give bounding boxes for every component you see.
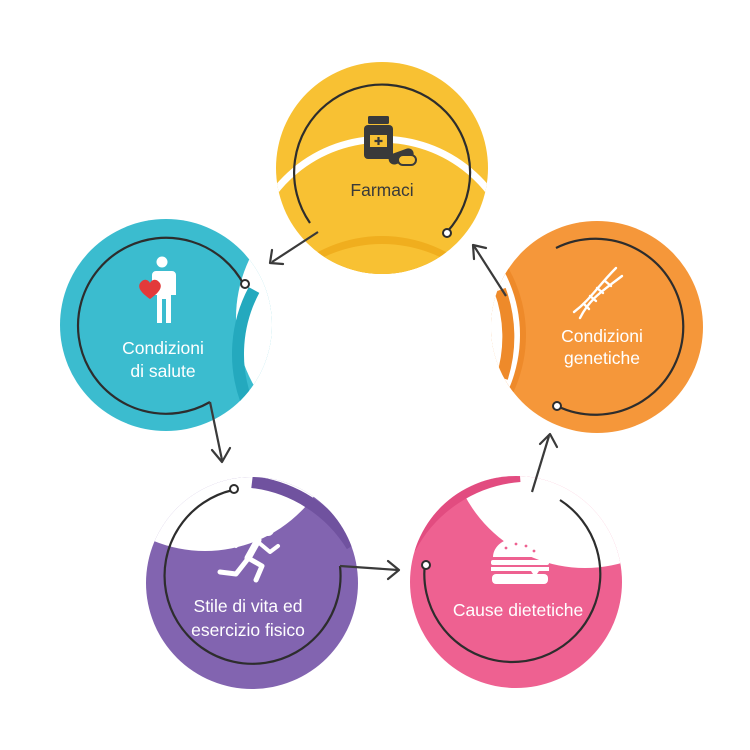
node-stile-label-line2: esercizio fisico xyxy=(191,620,305,640)
node-genetiche-circle xyxy=(491,221,703,433)
node-genetiche-ring xyxy=(555,237,685,416)
arrow-genetiche-to-farmaci xyxy=(473,245,507,297)
person-with-heart-icon xyxy=(139,256,176,323)
arrow-salute-to-stile xyxy=(208,401,224,461)
node-cause-dietetiche: Cause dietetiche xyxy=(410,476,622,688)
node-stile-ring xyxy=(163,488,342,665)
node-salute-label-line1: Condizioni xyxy=(122,338,204,358)
node-salute-ring xyxy=(76,236,245,415)
node-stile-di-vita: Stile di vita ed esercizio fisico xyxy=(146,477,358,689)
node-dietetiche-label: Cause dietetiche xyxy=(453,600,583,620)
pill-bottle-icon xyxy=(364,116,417,166)
dna-icon xyxy=(572,266,624,320)
node-farmaci-ring xyxy=(293,83,472,233)
node-genetiche-label-line2: genetiche xyxy=(564,348,640,368)
arrowhead-stile-to-dietetiche xyxy=(386,559,401,581)
arrowhead-dietetiche-to-genetiche xyxy=(538,432,559,449)
node-condizioni-genetiche: Condizioni genetiche xyxy=(491,221,703,433)
arrowhead-farmaci-to-salute xyxy=(268,248,285,266)
node-farmaci-band xyxy=(276,236,488,274)
node-farmaci-label: Farmaci xyxy=(350,180,413,200)
arrowhead-genetiche-to-farmaci xyxy=(471,243,488,261)
burger-icon xyxy=(491,537,549,584)
node-stile-label-line1: Stile di vita ed xyxy=(194,596,303,616)
arrowhead-salute-to-stile xyxy=(210,446,232,464)
node-salute-circle xyxy=(60,219,272,431)
arrow-dietetiche-to-genetiche xyxy=(530,435,551,493)
node-salute-label-line2: di salute xyxy=(130,361,195,381)
node-dietetiche-ring xyxy=(423,499,602,663)
node-farmaci: Farmaci xyxy=(276,62,488,274)
arrow-stile-to-dietetiche xyxy=(339,564,399,572)
node-genetiche-label-line1: Condizioni xyxy=(561,326,643,346)
running-person-icon xyxy=(217,524,280,583)
node-condizioni-di-salute: Condizioni di salute xyxy=(60,219,272,431)
node-farmaci-circle xyxy=(276,62,488,274)
arrow-farmaci-to-salute xyxy=(271,231,319,263)
